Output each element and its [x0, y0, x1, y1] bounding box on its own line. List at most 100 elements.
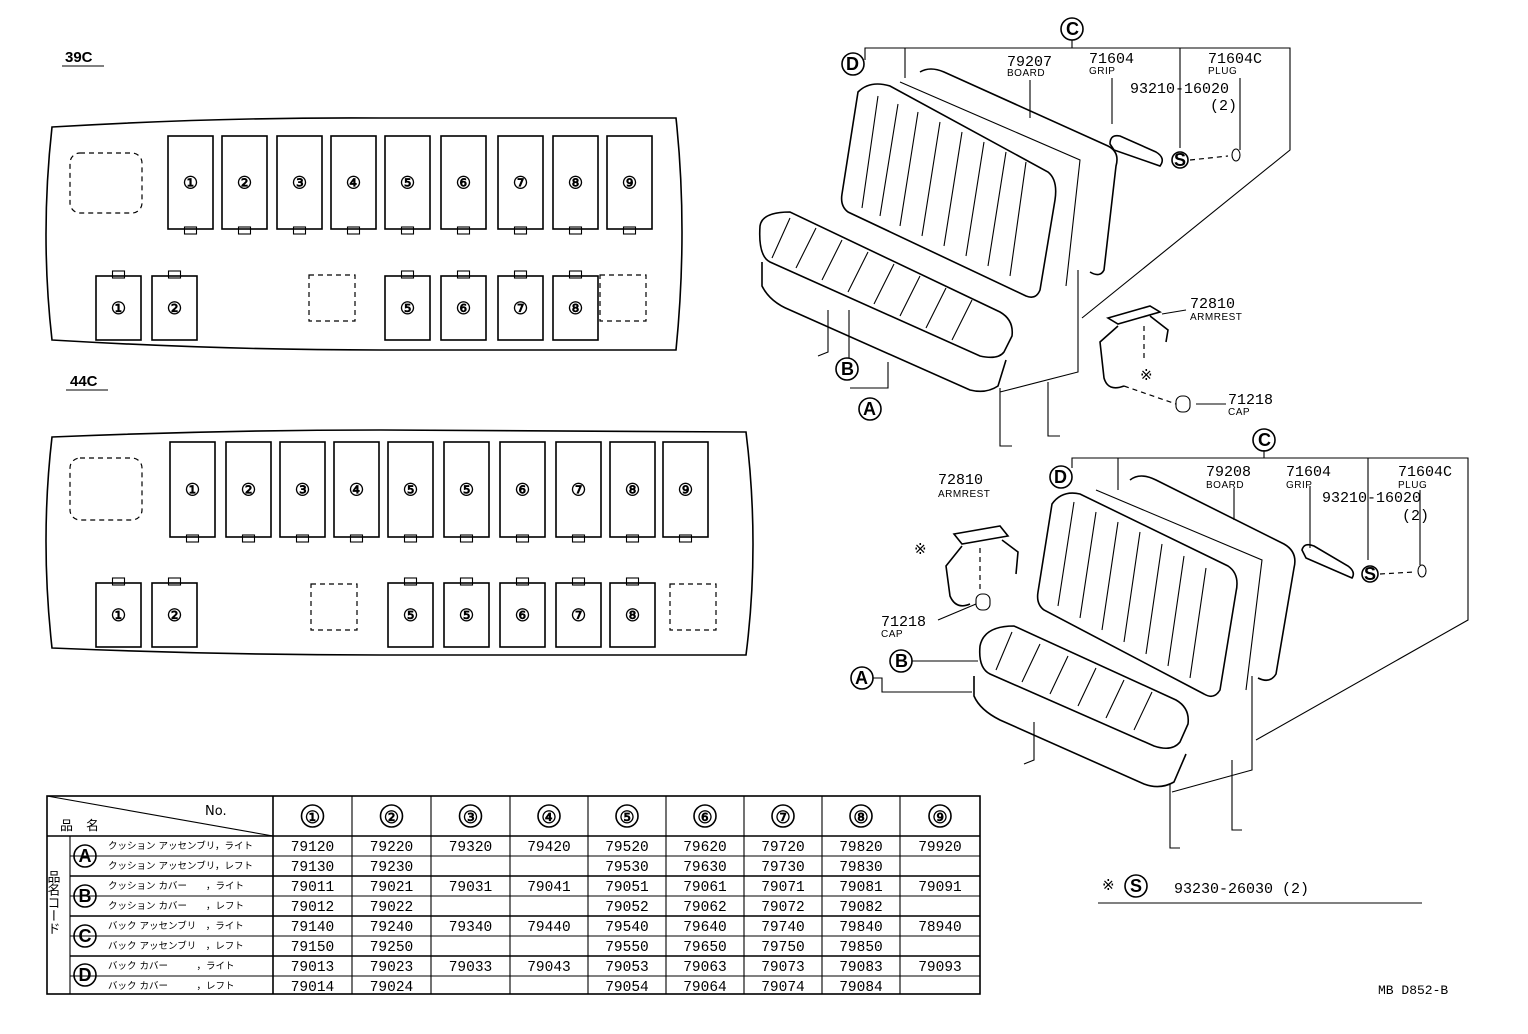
- seat-cushion: [978, 625, 1190, 750]
- cap: [975, 593, 991, 611]
- svg-text:A: A: [863, 399, 876, 419]
- column-header: ⑦: [771, 804, 795, 828]
- seat-number: ①: [185, 481, 200, 500]
- callout-b: [835, 357, 859, 381]
- column-label: ②: [384, 808, 399, 827]
- cap: [1175, 395, 1191, 413]
- part-code: 79850: [839, 940, 883, 956]
- mark-symbol: ※: [914, 542, 927, 559]
- seat-number: ⑦: [513, 174, 528, 193]
- seat-box: ⑤: [384, 135, 431, 235]
- seat-box: ②: [151, 577, 198, 648]
- armrest-part-no: 72810: [1190, 296, 1235, 313]
- seat-box: ⑦: [555, 577, 602, 648]
- screw-qty: (2): [1402, 508, 1429, 525]
- seat-number: ⑤: [459, 606, 474, 625]
- driver-area: [69, 152, 143, 214]
- group-callout: A: [73, 844, 97, 868]
- part-code: 79021: [370, 880, 414, 896]
- callout-s: [1124, 874, 1148, 898]
- part-code: 79011: [291, 880, 335, 896]
- callout-c: [1252, 428, 1276, 452]
- armrest: [1106, 305, 1162, 325]
- part-code: 79043: [527, 960, 571, 976]
- svg-text:B: B: [841, 359, 854, 379]
- seat-box: ④: [330, 135, 377, 235]
- header-name: 品 名: [60, 818, 99, 834]
- part-code: 79041: [527, 880, 571, 896]
- group-callout: B: [73, 884, 97, 908]
- seat-number: ⑨: [678, 481, 693, 500]
- part-code: 79013: [291, 960, 335, 976]
- part-code: 79053: [605, 960, 649, 976]
- column-header: ⑤: [615, 804, 639, 828]
- column-header: ②: [379, 804, 404, 828]
- part-code: 79074: [761, 980, 805, 996]
- part-code: 79740: [761, 920, 805, 936]
- part-name: バック カバー ，レフト: [108, 981, 235, 992]
- part-code: 79014: [291, 980, 335, 996]
- plug-label: PLUG: [1398, 480, 1427, 491]
- callout-d: [1049, 465, 1073, 489]
- seat-box: ⑨: [662, 441, 709, 543]
- part-code: 79054: [605, 980, 649, 996]
- group-callout: D: [73, 963, 97, 987]
- part-code: 79081: [839, 880, 883, 896]
- part-code: 79073: [761, 960, 805, 976]
- seat-number: ⑥: [515, 481, 530, 500]
- part-code: 79023: [370, 960, 414, 976]
- seat-number: ⑤: [403, 481, 418, 500]
- group-letter: A: [79, 846, 92, 866]
- plug-part-no: 71604C: [1208, 51, 1262, 68]
- part-code: 79082: [839, 900, 883, 916]
- column-header: ④: [537, 804, 561, 828]
- part-code: 79540: [605, 920, 649, 936]
- part-code: 79052: [605, 900, 649, 916]
- part-code: 79061: [683, 880, 727, 896]
- group-letter: C: [79, 926, 92, 946]
- seat-box: ⑧: [609, 577, 656, 648]
- screw-part-no: 93230-26030 (2): [1174, 881, 1309, 898]
- seat-box: ⑤: [387, 441, 434, 543]
- seat-number: ⑦: [571, 481, 586, 500]
- upper-seat-assembly: S ※ C D B A 79207 BOARD 71604 GRIP 71604…: [758, 17, 1291, 447]
- armrest-label: ARMREST: [938, 489, 990, 500]
- part-code: 78940: [918, 920, 962, 936]
- svg-text:D: D: [846, 54, 859, 74]
- seat-box: ③: [276, 135, 323, 235]
- board-label: BOARD: [1206, 480, 1244, 491]
- part-code: 79024: [370, 980, 414, 996]
- seat-number: ⑤: [403, 606, 418, 625]
- plug-part-no: 71604C: [1398, 464, 1452, 481]
- seat-box: ①: [95, 577, 142, 648]
- seat-number: ②: [237, 174, 252, 193]
- part-code: 79150: [291, 940, 335, 956]
- part-code: 79130: [291, 860, 335, 876]
- seat-box: ⑤: [443, 577, 490, 648]
- seat-box: ⑥: [499, 577, 546, 648]
- armrest: [952, 525, 1010, 545]
- seat-number: ⑥: [515, 606, 530, 625]
- callout-d: [841, 52, 865, 76]
- seat-box: ①: [169, 441, 216, 543]
- column-label: ③: [463, 808, 478, 827]
- back-board: [919, 68, 1118, 276]
- seat-box: ⑧: [552, 135, 599, 235]
- part-code: 79022: [370, 900, 414, 916]
- column-label: ④: [541, 808, 556, 827]
- part-name: クッション アッセンブリ，ライト: [108, 840, 253, 852]
- part-code: 79012: [291, 900, 335, 916]
- cap-part-no: 71218: [881, 614, 926, 631]
- empty-seat-slot: [599, 274, 647, 322]
- seat-box: ⑧: [609, 441, 656, 543]
- header-no: No.: [205, 804, 227, 819]
- seat-number: ⑥: [456, 174, 471, 193]
- cap-part-no: 71218: [1228, 392, 1273, 409]
- column-label: ⑥: [697, 808, 712, 827]
